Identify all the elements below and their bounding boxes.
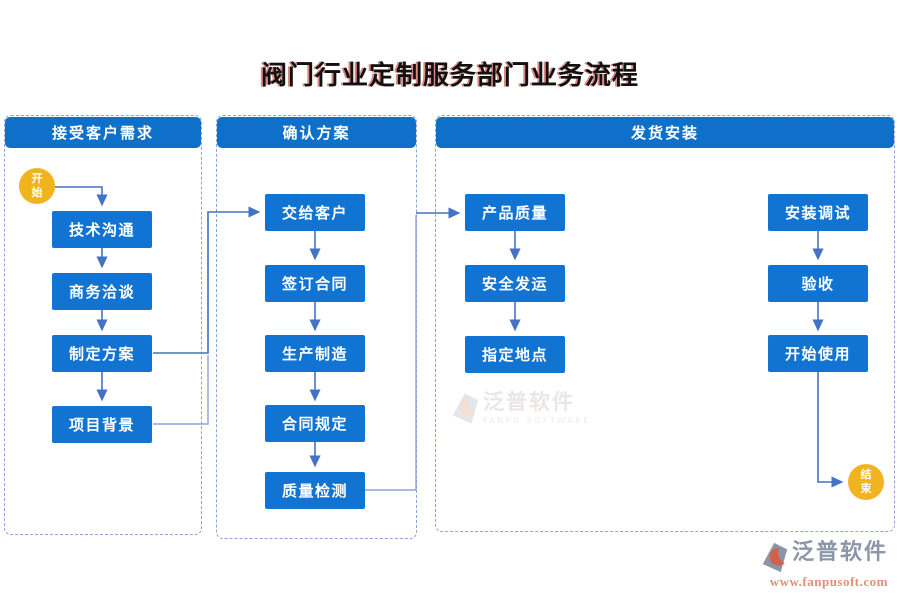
end-terminal-label: 结束: [860, 468, 872, 495]
lane-header-confirm-plan: 确认方案: [217, 117, 416, 148]
lane-shipping-installation: 发货安装: [435, 115, 895, 532]
lane-accept-customer-requirements: 接受客户需求: [4, 115, 202, 535]
node-product-quality: 产品质量: [465, 194, 565, 231]
lane-header-accept-requirements: 接受客户需求: [5, 117, 201, 148]
start-terminal-label: 开始: [31, 172, 43, 199]
end-terminal: 结束: [848, 464, 884, 500]
node-acceptance: 验收: [768, 265, 868, 302]
node-designated-location: 指定地点: [465, 336, 565, 373]
footer-brand[interactable]: 泛普软件 www.fanpusoft.com: [762, 542, 888, 590]
lane-header-shipping-installation: 发货安装: [436, 117, 894, 148]
node-business-negotiation: 商务洽谈: [52, 273, 152, 310]
node-contract-terms: 合同规定: [265, 405, 365, 442]
node-tech-communication: 技术沟通: [52, 211, 152, 248]
node-start-using: 开始使用: [768, 335, 868, 372]
fanpu-logo-icon: [452, 393, 479, 424]
start-terminal: 开始: [19, 168, 55, 204]
node-deliver-to-customer: 交给客户: [265, 194, 365, 231]
node-safe-shipping: 安全发运: [465, 265, 565, 302]
node-project-background: 项目背景: [52, 406, 152, 443]
node-make-plan: 制定方案: [52, 335, 152, 372]
watermark-brand: 泛普软件: [483, 390, 575, 414]
footer-website-link[interactable]: www.fanpusoft.com: [769, 574, 888, 589]
fanpu-logo-icon: [762, 542, 788, 573]
center-watermark: 泛普软件 FANPU SOFTWARE: [452, 392, 591, 425]
watermark-brand-en: FANPU SOFTWARE: [483, 416, 591, 425]
node-installation-debugging: 安装调试: [768, 194, 868, 231]
footer-brand-name: 泛普软件: [791, 540, 888, 565]
node-production: 生产制造: [265, 335, 365, 372]
node-quality-inspection: 质量检测: [265, 472, 365, 509]
page-title: 阀门行业定制服务部门业务流程: [260, 61, 639, 91]
node-sign-contract: 签订合同: [265, 265, 365, 302]
